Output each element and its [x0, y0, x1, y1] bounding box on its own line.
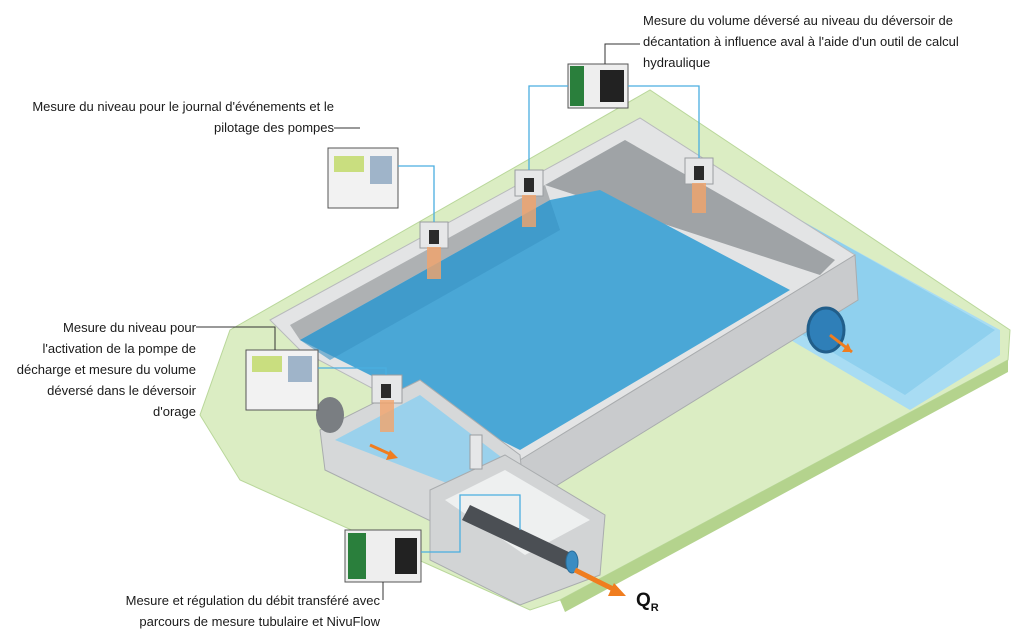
inlet-left	[316, 397, 344, 433]
leader-top-right	[604, 43, 640, 64]
sensor-overflow	[371, 374, 403, 432]
basin-water-shade	[300, 200, 560, 360]
annotation-line: Mesure du niveau pour le journal d'événe…	[32, 99, 334, 114]
annotation-line: Mesure et régulation du débit transféré …	[125, 593, 380, 608]
grass-edge	[560, 360, 1008, 612]
connector-top	[528, 85, 568, 170]
annotation-line: déversé dans le déversoir	[47, 383, 196, 398]
transmitter-upper-left	[327, 147, 399, 209]
outlet-right	[806, 306, 846, 354]
flow-arrow-overflow	[369, 443, 393, 457]
connector-top-right	[628, 85, 700, 158]
sensor-left	[419, 221, 449, 279]
connector-upper-left	[398, 165, 435, 222]
annotation-line: hydraulique	[643, 55, 711, 70]
flow-label-qr: QR	[636, 590, 659, 614]
annotation-line: l'activation de la pompe de	[42, 341, 196, 356]
overflow-chamber-water	[335, 395, 505, 490]
transmitter-bottom	[344, 529, 422, 583]
measurement-chamber-inner	[445, 470, 590, 555]
sensor-top-right	[684, 157, 714, 213]
flow-arrow-qr-head	[608, 583, 626, 596]
annotation-line: d'orage	[153, 404, 196, 419]
annotation-upper-left: Mesure du niveau pour le journal d'événe…	[32, 96, 334, 138]
annotation-line: décharge et mesure du volume	[16, 362, 196, 377]
transmitter-middle-left	[245, 349, 319, 411]
flow-arrow-right-head	[842, 343, 852, 352]
annotation-top-right: Mesure du volume déversé au niveau du dé…	[643, 10, 959, 73]
connector-bottom	[421, 494, 521, 553]
flow-arrow-overflow-head	[386, 450, 398, 460]
connector-middle-left	[318, 367, 387, 375]
leader-middle-left	[196, 326, 276, 350]
flow-arrow-qr	[573, 567, 617, 593]
annotation-line: parcours de mesure tubulaire et NivuFlow	[139, 614, 380, 629]
basin-wall-inner-back	[290, 185, 550, 340]
annotation-middle-left: Mesure du niveau pour l'activation de la…	[17, 317, 196, 422]
annotation-line: Mesure du niveau pour	[63, 320, 196, 335]
annotation-line: décantation à influence aval à l'aide d'…	[643, 34, 959, 49]
flow-label-main: Q	[636, 590, 651, 611]
annotation-bottom: Mesure et régulation du débit transféré …	[126, 590, 380, 632]
basin-wall-inner-right	[545, 140, 835, 275]
annotation-line: pilotage des pompes	[214, 120, 334, 135]
flow-label-subscript: R	[650, 601, 659, 614]
sensor-chamber-post	[469, 434, 483, 470]
transfer-pipe	[462, 505, 575, 570]
annotation-line: Mesure du volume déversé au niveau du dé…	[643, 13, 954, 28]
transmitter-top	[567, 63, 629, 109]
pipe-outlet	[565, 550, 579, 574]
